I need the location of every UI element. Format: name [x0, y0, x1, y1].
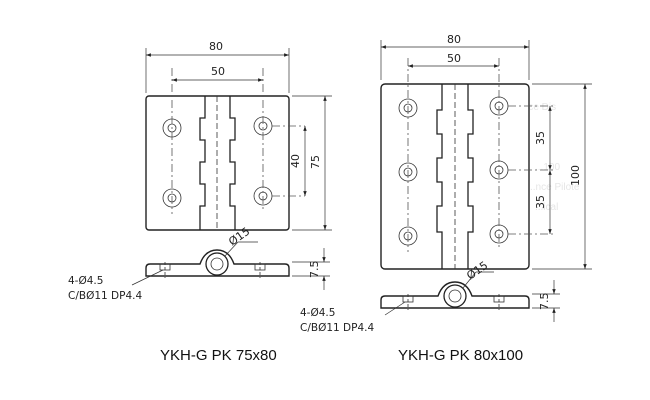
- dim-left-height: 75: [309, 155, 322, 169]
- dim-right-thickness: 7.5: [538, 293, 551, 311]
- hinge-left-knuckle-line-2: [229, 96, 236, 230]
- hinge-right-side-view: [380, 281, 530, 310]
- hinge-left-plate: [145, 95, 290, 231]
- right-hole-note-2: C/BØ11 DP4.4: [300, 322, 374, 334]
- hinge-right-knuckle-line: [436, 84, 443, 269]
- hinge-right-knuckle-line-2: [467, 84, 474, 269]
- dim-right-width: 80: [447, 33, 461, 46]
- right-hole-note-1: 4-Ø4.5: [300, 307, 335, 319]
- dim-left-width: 80: [209, 40, 223, 53]
- left-hole-note-2: C/BØ11 DP4.4: [68, 290, 142, 302]
- dim-right-height: 100: [569, 165, 582, 186]
- hinge-right: 80 50 35 35 100 Ø15 7: [300, 33, 592, 364]
- dim-left-hole-vertical: 40: [289, 154, 302, 168]
- right-caption: YKH-G PK 80x100: [398, 347, 523, 364]
- dim-right-hole-pitch-1: 35: [534, 131, 547, 145]
- svg-text:..nce Pilote: ..nce Pilote: [530, 182, 580, 193]
- dim-right-hole-spacing: 50: [447, 52, 461, 65]
- hinge-left-knuckle-line: [199, 96, 206, 230]
- svg-text:...100: ...100: [535, 162, 560, 173]
- left-caption: YKH-G PK 75x80: [160, 347, 277, 364]
- hinge-left: 80 50 40 75 Ø15 7.5: [68, 40, 332, 364]
- dim-right-hole-pitch-2: 35: [534, 195, 547, 209]
- dim-left-hole-spacing: 50: [211, 65, 225, 78]
- left-hole-note-1: 4-Ø4.5: [68, 275, 103, 287]
- dim-left-thickness: 7.5: [308, 261, 321, 279]
- hinge-left-side-view: [145, 249, 290, 278]
- svg-text:...ical: ...ical: [535, 202, 558, 213]
- svg-text:...ce Dis: ...ce Dis: [520, 102, 556, 113]
